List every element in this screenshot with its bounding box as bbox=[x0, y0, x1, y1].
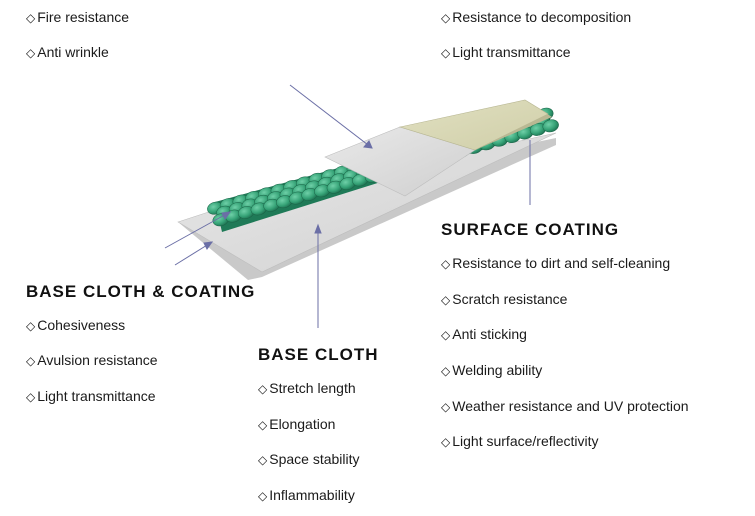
surface-coating-item-1: ◇Scratch resistance bbox=[441, 291, 568, 307]
diamond-bullet-icon: ◇ bbox=[258, 418, 268, 432]
diamond-bullet-icon: ◇ bbox=[26, 11, 36, 25]
diamond-bullet-icon: ◇ bbox=[441, 293, 451, 307]
diamond-bullet-icon: ◇ bbox=[258, 489, 268, 503]
base-cloth-item-1: ◇Elongation bbox=[258, 416, 336, 432]
base-cloth-item-0: ◇Stretch length bbox=[258, 380, 356, 396]
diamond-bullet-icon: ◇ bbox=[258, 382, 268, 396]
diamond-bullet-icon: ◇ bbox=[441, 257, 451, 271]
surface-coating-layer bbox=[398, 99, 552, 151]
surface-coating-item-0: ◇Resistance to dirt and self-cleaning bbox=[441, 255, 671, 271]
diamond-bullet-icon: ◇ bbox=[441, 328, 451, 342]
surface-coating-heading: SURFACE COATING bbox=[441, 220, 620, 239]
diamond-bullet-icon: ◇ bbox=[26, 319, 36, 333]
diamond-bullet-icon: ◇ bbox=[26, 390, 36, 404]
diamond-bullet-icon: ◇ bbox=[441, 46, 451, 60]
diamond-bullet-icon: ◇ bbox=[258, 453, 268, 467]
top-left-item-1: ◇Anti wrinkle bbox=[26, 44, 109, 60]
diamond-bullet-icon: ◇ bbox=[441, 11, 451, 25]
diamond-bullet-icon: ◇ bbox=[441, 435, 451, 449]
surface-coating-item-2: ◇Anti sticking bbox=[441, 326, 527, 342]
base-cloth-coating-heading: BASE CLOTH & COATING bbox=[26, 282, 256, 301]
surface-coating-item-3: ◇Welding ability bbox=[441, 362, 543, 378]
base-cloth-heading: BASE CLOTH bbox=[258, 345, 379, 364]
base-cloth-coating-item-2: ◇Light transmittance bbox=[26, 388, 156, 404]
surface-coating-item-4: ◇Weather resistance and UV protection bbox=[441, 398, 689, 414]
top-right-item-0: ◇Resistance to decomposition bbox=[441, 9, 632, 25]
base-cloth-coating-item-1: ◇Avulsion resistance bbox=[26, 352, 158, 368]
base-cloth-item-3: ◇Inflammability bbox=[258, 487, 355, 503]
base-cloth-item-2: ◇Space stability bbox=[258, 451, 360, 467]
pointer-lines bbox=[164, 84, 531, 328]
top-right-item-1: ◇Light transmittance bbox=[441, 44, 571, 60]
diamond-bullet-icon: ◇ bbox=[26, 46, 36, 60]
diamond-bullet-icon: ◇ bbox=[441, 364, 451, 378]
base-cloth-coating-item-0: ◇Cohesiveness bbox=[26, 317, 126, 333]
top-left-item-0: ◇Fire resistance bbox=[26, 9, 130, 25]
diamond-bullet-icon: ◇ bbox=[441, 400, 451, 414]
surface-coating-item-5: ◇Light surface/reflectivity bbox=[441, 433, 599, 449]
diamond-bullet-icon: ◇ bbox=[26, 354, 36, 368]
